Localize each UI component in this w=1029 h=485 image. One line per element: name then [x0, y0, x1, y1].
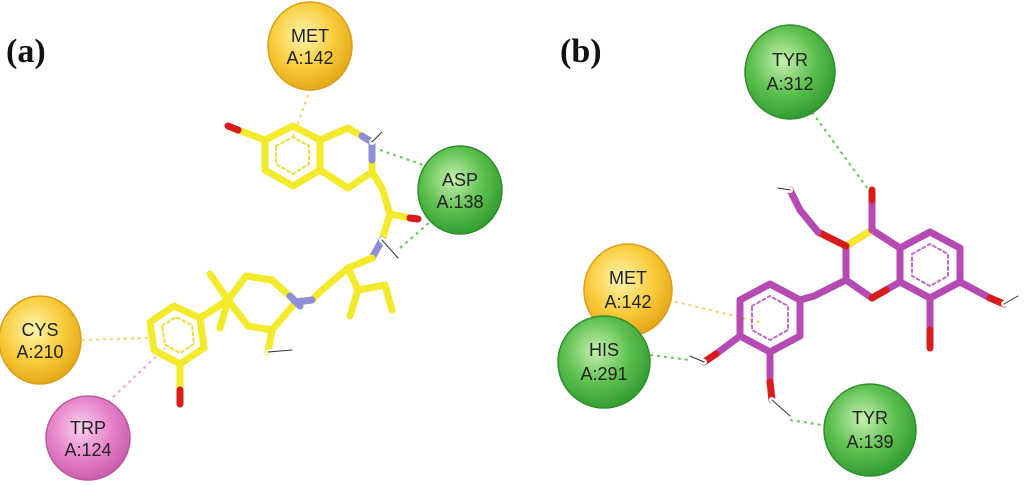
line-asp138-a1 [379, 149, 433, 169]
line-trp124-a [107, 347, 166, 403]
line-cys210-a [81, 337, 151, 341]
residue-a-trp124: TRP A:124 [45, 395, 131, 481]
residue-a-met142: MET A:142 [267, 1, 353, 91]
ligand-a [146, 122, 422, 408]
residue-b-his291-num: A:291 [580, 364, 627, 384]
ligand-b [687, 185, 1021, 419]
interaction-lines-a [81, 94, 439, 403]
residue-a-asp138-num: A:138 [436, 192, 483, 212]
residue-b-met142: MET A:142 [583, 243, 673, 337]
residue-a-trp124-num: A:124 [64, 440, 111, 460]
residue-a-trp124-name: TRP [70, 418, 106, 438]
residue-a-cys210: CYS A:210 [0, 295, 82, 385]
residue-b-his291: HIS A:291 [557, 315, 651, 409]
residue-b-tyr312-num: A:312 [766, 74, 813, 94]
residue-b-met142-num: A:142 [604, 292, 651, 312]
interaction-lines-b [649, 111, 871, 427]
residue-a-cys210-name: CYS [21, 320, 58, 340]
panel-label-b: (b) [560, 33, 602, 70]
residue-a-met142-name: MET [291, 26, 329, 46]
residue-b-tyr139-name: TYR [852, 408, 888, 428]
residue-b-tyr139: TYR A:139 [823, 383, 917, 477]
residue-b-tyr139-num: A:139 [846, 432, 893, 452]
panel-label-a: (a) [6, 33, 46, 70]
line-met142-b [667, 299, 761, 323]
residue-a-asp138-name: ASP [442, 170, 478, 190]
line-tyr312-b [811, 111, 871, 193]
residue-a-cys210-num: A:210 [16, 342, 63, 362]
line-asp138-a2 [399, 214, 439, 249]
residue-b-his291-name: HIS [589, 340, 619, 360]
line-tyr139-b [789, 419, 829, 427]
residue-a-asp138: ASP A:138 [417, 145, 503, 235]
residue-b-tyr312: TYR A:312 [744, 24, 836, 120]
residue-b-met142-name: MET [609, 268, 647, 288]
line-met142-a [291, 94, 309, 141]
residue-b-tyr312-name: TYR [772, 50, 808, 70]
residue-a-met142-num: A:142 [286, 48, 333, 68]
line-his291-b [649, 354, 691, 361]
